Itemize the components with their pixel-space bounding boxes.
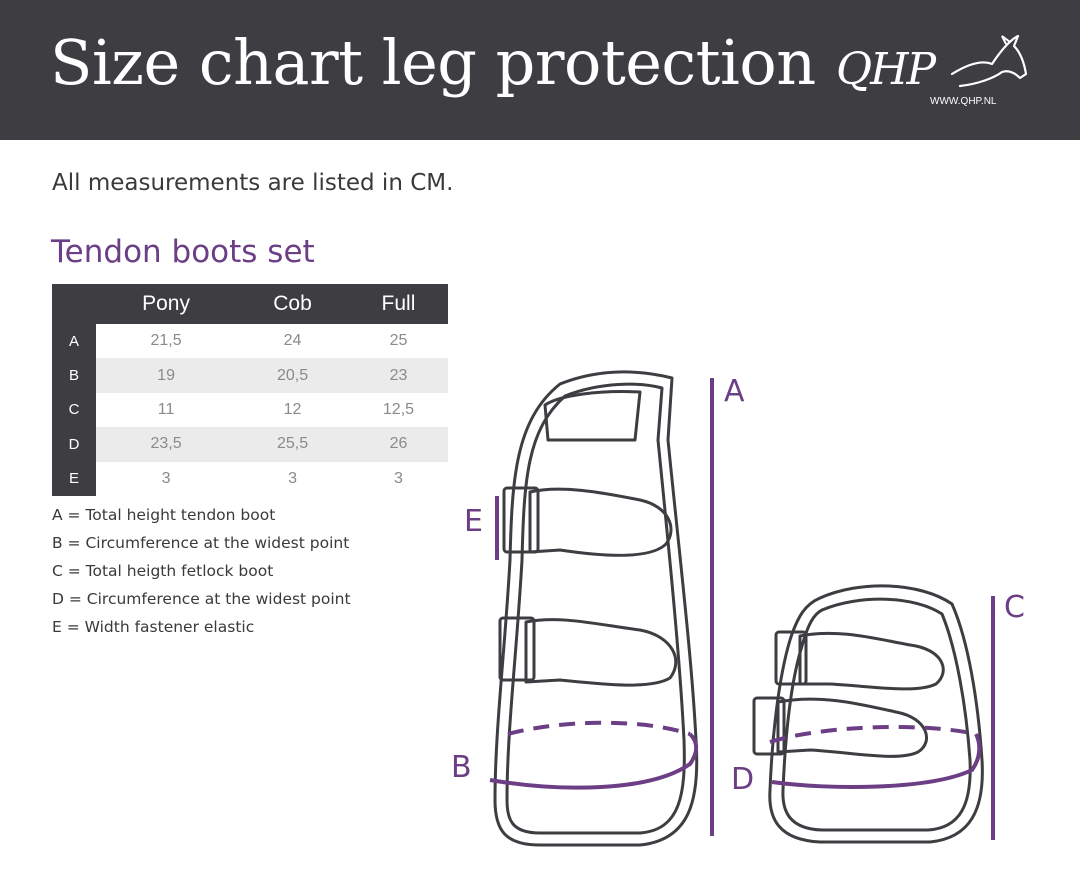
legend-list: A = Total height tendon boot B = Circumf…	[52, 503, 351, 643]
dimension-b-back	[507, 720, 691, 736]
table-row: E 3 3 3	[52, 461, 448, 496]
dimension-c-label: C	[1004, 590, 1025, 625]
dimension-b-front	[489, 732, 698, 790]
table-row: C 11 12 12,5	[52, 392, 448, 428]
table-row: D 23,5 25,5 26	[52, 427, 448, 462]
qhp-logo: QHP WWW.QHP.NL	[832, 34, 1042, 114]
table-cell: 24	[283, 332, 302, 350]
horse-head-icon	[950, 34, 1028, 88]
legend-item: C = Total heigth fetlock boot	[52, 562, 274, 580]
section-title: Tendon boots set	[51, 234, 315, 270]
size-table: Pony Cob Full A 21,5 24 25 B 19 20,5 23 …	[52, 284, 448, 496]
table-cell: 11	[157, 400, 175, 418]
legend-item: D = Circumference at the widest point	[52, 590, 351, 608]
legend-item: A = Total height tendon boot	[52, 506, 276, 524]
table-cell: 21,5	[150, 332, 182, 350]
row-label: D	[52, 427, 96, 462]
table-header-row: Pony Cob Full	[52, 284, 448, 324]
dimension-a-label: A	[724, 374, 745, 409]
dimension-d-front	[771, 733, 982, 789]
table-cell: 3	[394, 469, 403, 487]
dimension-b-label: B	[451, 750, 472, 785]
table-row: B 19 20,5 23	[52, 358, 448, 393]
row-label: C	[52, 392, 96, 428]
table-cell: 20,5	[236, 358, 349, 393]
table-cell: 26	[348, 427, 448, 462]
tendon-boot-illustration	[493, 370, 699, 847]
table-row: A 21,5 24 25	[52, 324, 448, 359]
column-header: Pony	[96, 284, 237, 324]
logo-wordmark: QHP	[836, 44, 936, 95]
row-label: E	[52, 461, 96, 496]
dimension-e-label: E	[464, 504, 483, 539]
fetlock-boot-illustration	[752, 584, 984, 844]
page-title: Size chart leg protection	[50, 26, 816, 99]
table-cell: 12,5	[382, 400, 415, 418]
header-banner: Size chart leg protection QHP WWW.QHP.NL	[0, 0, 1080, 140]
intro-text: All measurements are listed in CM.	[52, 170, 454, 196]
table-cell: 23	[348, 358, 448, 393]
table-corner-cell	[52, 284, 96, 324]
table-cell: 19	[96, 358, 237, 393]
table-cell: 3	[161, 469, 171, 487]
table-cell: 3	[288, 469, 297, 487]
column-header: Cob	[236, 284, 349, 324]
column-header: Full	[348, 284, 448, 324]
table-cell: 25	[389, 332, 408, 350]
dimension-d-label: D	[731, 762, 755, 797]
dimension-d-back	[769, 725, 977, 744]
table-cell: 12	[283, 400, 302, 418]
row-label: A	[52, 324, 96, 359]
table-cell: 23,5	[96, 427, 237, 462]
table-cell: 25,5	[236, 427, 349, 462]
row-label: B	[52, 358, 96, 393]
logo-url: WWW.QHP.NL	[930, 96, 997, 107]
legend-item: E = Width fastener elastic	[52, 618, 255, 636]
legend-item: B = Circumference at the widest point	[52, 534, 350, 552]
